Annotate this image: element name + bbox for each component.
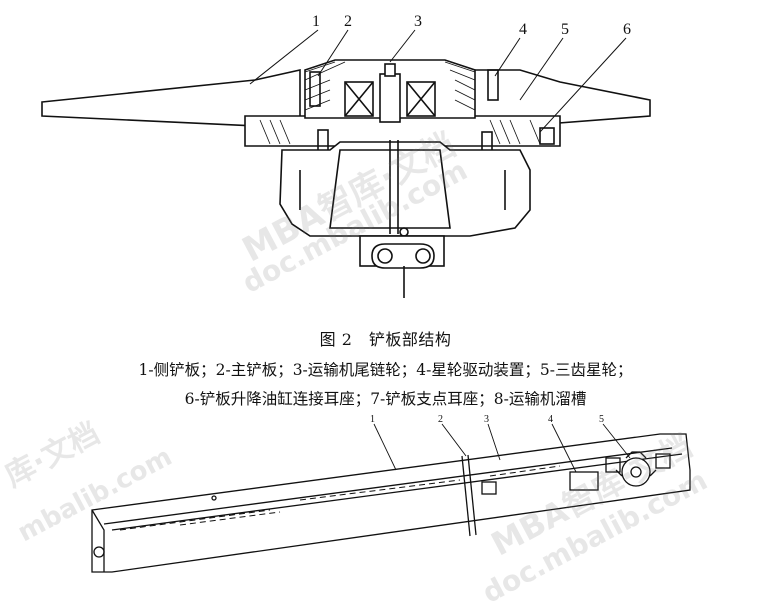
label-5: 5 xyxy=(561,21,569,38)
shovel-plate-cross-section: 1 2 3 4 5 6 xyxy=(41,13,651,298)
label-4: 4 xyxy=(519,21,527,38)
bottom-label-3: 3 xyxy=(484,414,489,425)
shovel-plate-side-view: 1 2 3 4 5 xyxy=(91,414,691,573)
label-3: 3 xyxy=(414,13,422,30)
bottom-label-1: 1 xyxy=(370,414,375,425)
figure-caption-legend-1: 1-侧铲板；2-主铲板；3-运输机尾链轮；4-星轮驱动装置；5-三齿星轮； xyxy=(138,361,633,379)
figure-caption-title: 图 2 铲板部结构 xyxy=(319,330,452,349)
label-6: 6 xyxy=(623,21,631,38)
label-2: 2 xyxy=(344,13,352,30)
bottom-label-5: 5 xyxy=(599,414,604,425)
label-1: 1 xyxy=(312,13,320,30)
bottom-label-4: 4 xyxy=(548,414,553,425)
figure-caption-legend-2: 6-铲板升降油缸连接耳座；7-铲板支点耳座；8-运输机溜槽 xyxy=(184,390,587,408)
bottom-label-2: 2 xyxy=(438,414,443,425)
